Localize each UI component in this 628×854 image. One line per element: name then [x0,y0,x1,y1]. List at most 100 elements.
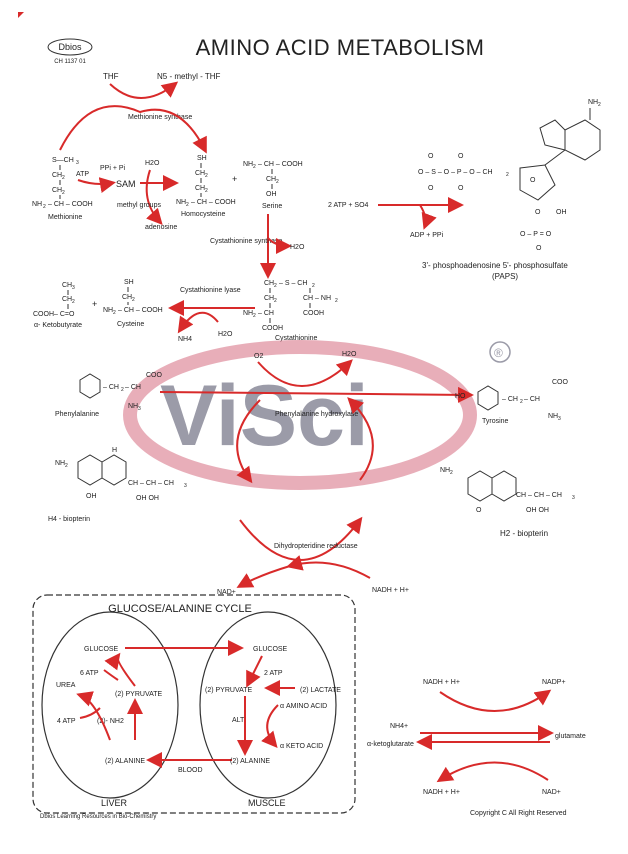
svg-text:SH: SH [124,279,134,286]
svg-text:CH: CH [264,280,274,287]
nh2-label: (2)- NH2 [97,718,124,725]
svg-text:– CH: – CH [524,396,540,403]
muscle-pyruvate-label: (2) PYRUVATE [205,687,253,694]
copyright-label: Copyright C All Right Reserved [470,810,567,817]
svg-text:2: 2 [274,283,277,289]
svg-text:2: 2 [43,204,46,210]
transamination-arrow [261,704,279,749]
phenylalanine-hydroxylase-label: Phenylalanine hydroxylase [275,411,358,418]
svg-text:CH – CH – CH: CH – CH – CH [128,480,174,487]
svg-text:CH: CH [52,187,62,194]
svg-text:CH – NH: CH – NH [303,295,331,302]
glutamate-label: glutamate [555,733,586,740]
thf-label: THF [103,72,119,81]
blood-label: BLOOD [178,767,203,774]
svg-text:2: 2 [312,283,315,289]
nad-to-nadh-arrow [436,761,549,783]
svg-text:COOH– C=O: COOH– C=O [33,311,75,318]
cofactor-right-arc [347,397,374,481]
nadh-label: NADH + H+ [372,587,409,594]
svg-text:OH: OH [266,191,277,198]
svg-text:COOH: COOH [303,310,324,317]
o2-label: O2 [254,353,263,360]
svg-text:3: 3 [72,285,75,291]
page-title: AMINO ACID METABOLISM [196,35,485,60]
svg-text:– CH: – CH [125,384,141,391]
pyruvate-to-glucose-arrow [104,652,136,687]
glucose-alanine-title: GLUCOSE/ALANINE CYCLE [108,603,252,615]
svg-text:OH OH: OH OH [136,495,159,502]
svg-text:COOH: COOH [262,325,283,332]
nad-label: NAD+ [217,589,236,596]
svg-text:– CH: – CH [502,396,518,403]
methionine-synthase-arrow [59,105,207,154]
svg-text:2: 2 [253,164,256,170]
svg-text:O: O [530,177,536,184]
liver-pyruvate-label: (2) PYRUVATE [115,691,163,698]
methionine-synthase-label: Methionine synthase [128,114,192,121]
svg-text:O: O [428,185,434,192]
cofactor-left-arc [236,399,261,484]
svg-text:O: O [458,185,464,192]
thf-arrow [109,81,179,99]
lactate-label: (2) LACTATE [300,687,341,694]
hydroxylation-arrow [159,386,474,403]
svg-text:3: 3 [76,160,79,166]
adp-release-arrow [419,204,437,230]
svg-text:– CH – COOH: – CH – COOH [258,161,303,168]
chart-code: CH 1137 01 [54,59,86,65]
h4-biopterin-label: H4 - biopterin [48,516,90,523]
svg-text:2: 2 [62,190,65,196]
muscle-compartment [199,611,337,799]
publisher-name: Dbios [58,42,82,52]
nh2-to-urea-arrow [76,691,111,741]
publisher-logo [47,38,93,56]
svg-text:NH: NH [103,307,113,314]
svg-text:CH: CH [195,170,205,177]
svg-text:HO: HO [455,393,466,400]
svg-text:2: 2 [520,399,523,405]
tyrosine-label: Tyrosine [482,418,509,425]
atp-label: ATP [76,171,89,178]
serine-label: Serine [262,203,282,210]
adenosine-arrow [145,169,163,225]
svg-text:2: 2 [506,172,509,178]
six-atp-label: 6 ATP [80,670,99,677]
svg-text:NH: NH [243,161,253,168]
homocysteine-label: Homocysteine [181,211,225,218]
muscle-alanine-label: (2) ALANINE [230,758,270,765]
svg-text:2: 2 [132,297,135,303]
sam-label: SAM [116,179,136,189]
watermark: ViSci ® [123,340,511,490]
registered-mark: ® [494,346,503,360]
methyl-groups-label: methyl groups [117,202,161,209]
ketobutyrate-label: α- Ketobutyrate [34,322,82,329]
svg-text:2: 2 [186,202,189,208]
svg-text:3: 3 [138,406,141,412]
svg-text:2: 2 [335,298,338,304]
h2o-lyase-label: H2O [218,331,233,338]
svg-text:SH: SH [197,155,207,162]
svg-text:2: 2 [65,463,68,469]
svg-text:CH: CH [62,296,72,303]
ppi-pi-label: PPi + Pi [100,165,126,172]
phenylalanine-label: Phenylalanine [55,411,99,418]
adp-ppi-label: ADP + PPi [410,232,444,239]
h2o-release-arrow [267,237,292,254]
svg-text:O: O [476,507,482,514]
svg-text:CH: CH [195,185,205,192]
n5-methyl-thf-label: N5 - methyl - THF [157,72,221,81]
four-atp-input [79,707,101,719]
two-atp-label: 2 ATP [264,670,283,677]
nh4-release-arrow [177,311,219,334]
svg-text:H: H [112,447,117,454]
svg-text:2: 2 [62,175,65,181]
svg-text:– CH – COOH: – CH – COOH [48,201,93,208]
svg-text:2: 2 [121,387,124,393]
dihydropteridine-reductase-label: Dihydropteridine reductase [274,543,358,550]
amino-acid-label: α AMINO ACID [280,703,327,710]
